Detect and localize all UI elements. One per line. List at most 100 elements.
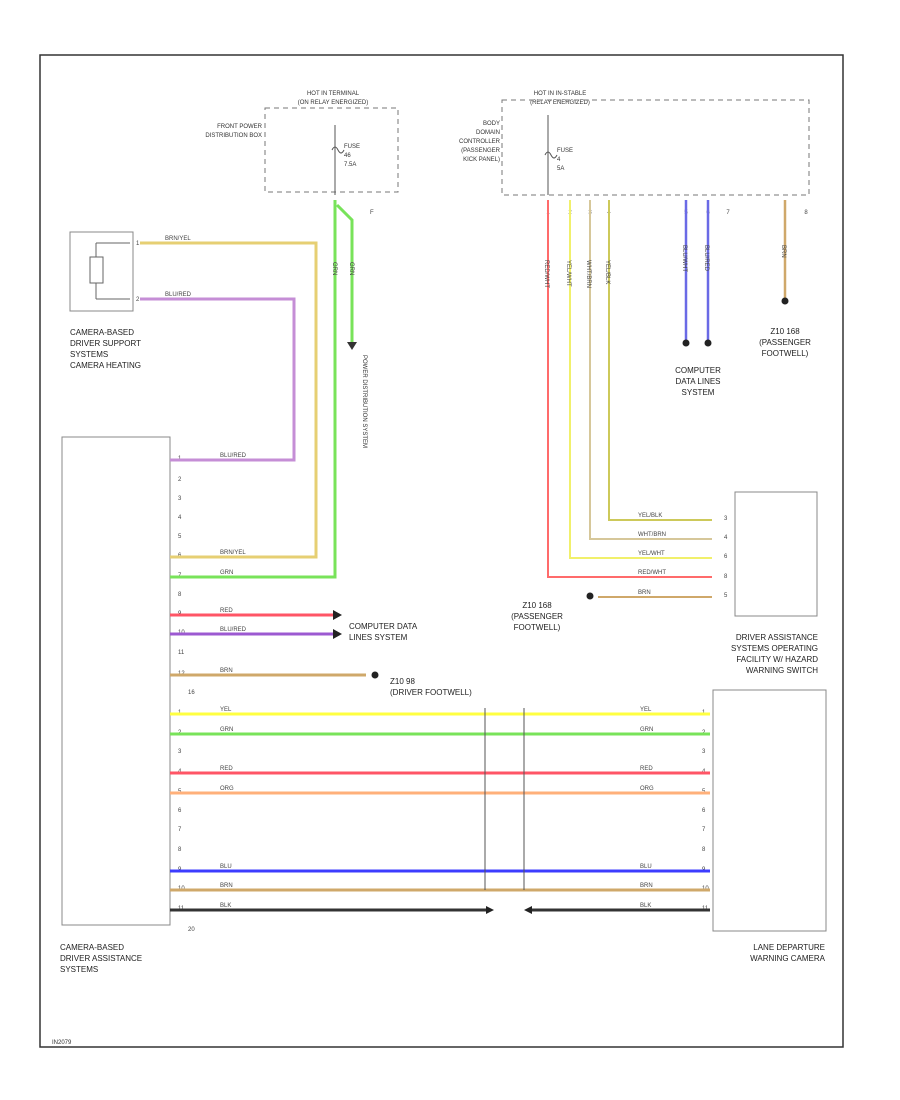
camera-pin-8: 8	[702, 847, 706, 853]
wire-label-wht-brn-h: WHT/BRN	[638, 532, 666, 538]
switch-line4: WARNING SWITCH	[746, 666, 818, 675]
wire-label-red-wht-v: RED/WHT	[543, 260, 549, 288]
hot-terminal-line2: (ON RELAY ENERGIZED)	[298, 100, 368, 106]
wire-label-blu-cam-l: BLU	[220, 864, 232, 870]
wire-label-blu-red-v: BLU/RED	[703, 245, 709, 272]
wire-grn-power	[170, 200, 337, 579]
z168-top-line3: FOOTWELL)	[762, 349, 809, 358]
switch-line3: FACILITY W/ HAZARD	[736, 655, 818, 664]
bdc-line5: KICK PANEL)	[463, 157, 500, 163]
wire-brn-yel	[140, 241, 318, 559]
lane-camera: 1 2 3 4 5 6 7 8 9 10 11 LANE DEPARTURE W…	[702, 689, 827, 963]
z168-mid-line2: (PASSENGER	[511, 612, 563, 621]
hot-terminal-box: HOT IN TERMINAL (ON RELAY ENERGIZED) FRO…	[205, 91, 399, 216]
wire-label-grn-v2: GRN	[348, 262, 354, 275]
main-b-pin-6: 6	[178, 808, 182, 814]
wire-label-grn-v1: GRN	[331, 262, 337, 275]
camera-heating: 1 2 CAMERA-BASED DRIVER SUPPORT SYSTEMS …	[69, 231, 141, 370]
fuse-amp-2: 5A	[557, 166, 564, 172]
main-pin-4: 4	[178, 515, 182, 521]
main-pin-3: 3	[178, 496, 182, 502]
main-b-pin-8: 8	[178, 847, 182, 853]
cdl-top-line3: SYSTEM	[682, 388, 715, 397]
wire-label-red-cam-r: RED	[640, 766, 653, 772]
wire-blu-red	[140, 297, 296, 462]
wire-wht-brn	[589, 200, 712, 540]
switch-pin-3: 6	[724, 554, 728, 560]
figure-id: IN2079	[52, 1040, 72, 1046]
switch-line2: SYSTEMS OPERATING	[731, 644, 818, 653]
heating-line2: DRIVER SUPPORT	[70, 339, 141, 348]
hot-standby-box: HOT IN IN-STABLE (RELAY ENERGIZED) BODY …	[459, 91, 810, 216]
cdl-top-line1: COMPUTER	[675, 366, 721, 375]
wire-label-blured-cdl: BLU/RED	[220, 627, 247, 633]
wire-label-yel-blk-v: YEL/BLK	[604, 260, 610, 284]
bdc-pin-8: 8	[804, 210, 808, 216]
ground-z168-mid	[586, 592, 594, 600]
main-pin-2: 2	[178, 477, 182, 483]
fuse-label-2: FUSE	[557, 148, 573, 154]
wire-label-blk-cam-l: BLK	[220, 903, 231, 909]
z168-top-line1: Z10 168	[770, 327, 800, 336]
main-conn-top: 16	[188, 690, 195, 696]
front-pdb-line1: FRONT POWER	[217, 124, 263, 130]
wire-red-wht	[547, 200, 712, 578]
main-b-pin-7: 7	[178, 827, 182, 833]
fuse-num-2: 4	[557, 157, 561, 163]
bdc-line4: (PASSENGER	[461, 148, 501, 154]
z98-line1: Z10 98	[390, 677, 415, 686]
arrow-cdl-2	[333, 629, 342, 639]
wire-label-red-wht-h: RED/WHT	[638, 570, 666, 576]
wire-label-orn-cam-l: ORG	[220, 786, 234, 792]
wire-label-blk-cam-r: BLK	[640, 903, 651, 909]
bdc-line3: CONTROLLER	[459, 139, 501, 145]
diagram-frame	[39, 54, 844, 1048]
wire-label-blu-red-top: BLU/RED	[165, 292, 192, 298]
heating-pin-2: 2	[136, 297, 140, 303]
wire-label-blu-wht-v: BLU/WHT	[681, 245, 687, 272]
cdl-mid-line1: COMPUTER DATA	[349, 622, 418, 631]
bdc-pin-7: 7	[726, 210, 730, 216]
wire-label-orn-cam-r: ORG	[640, 786, 654, 792]
wire-grn-branch	[335, 203, 354, 342]
heating-pin-1: 1	[136, 241, 140, 247]
main-line2: DRIVER ASSISTANCE	[60, 954, 142, 963]
main-pin-5: 5	[178, 534, 182, 540]
camera-pin-6: 6	[702, 808, 706, 814]
z168-top-line2: (PASSENGER	[759, 338, 811, 347]
heating-line3: SYSTEMS	[70, 350, 108, 359]
heating-line4: CAMERA HEATING	[70, 361, 141, 370]
switch-pin-1: 3	[724, 516, 728, 522]
wire-label-brn-cam-l: BRN	[220, 883, 233, 889]
cdl-top-line2: DATA LINES	[675, 377, 720, 386]
front-pdb-line2: DISTRIBUTION BOX	[205, 133, 262, 139]
wire-label-brn-cam-r: BRN	[640, 883, 653, 889]
wire-label-yel-wht-v: YEL/WHT	[565, 260, 571, 287]
hot-standby-line2: (RELAY ENERGIZED)	[530, 100, 590, 106]
wire-label-red-cam-l: RED	[220, 766, 233, 772]
camera-line1: LANE DEPARTURE	[753, 943, 825, 952]
wire-label-yel-blk-h: YEL/BLK	[638, 513, 662, 519]
wire-yel-blk	[608, 200, 712, 521]
ground-z168-top	[781, 297, 789, 305]
bdc-line2: DOMAIN	[476, 130, 500, 136]
wire-label-grn-h: GRN	[220, 570, 233, 576]
bdc-line1: BODY	[483, 121, 500, 127]
main-line3: SYSTEMS	[60, 965, 98, 974]
wire-label-blu-cam-r: BLU	[640, 864, 652, 870]
wire-label-brn-z168-mid: BRN	[638, 590, 651, 596]
camera-pin-7: 7	[702, 827, 706, 833]
wire-label-grn-cam-l: GRN	[220, 727, 233, 733]
z98-line2: (DRIVER FOOTWELL)	[390, 688, 472, 697]
fuse-label-1: FUSE	[344, 144, 360, 150]
arrow-blk-r	[524, 906, 532, 914]
wire-label-wht-brn-v: WHT/BRN	[585, 260, 591, 288]
fuse-num-1: 46	[344, 153, 351, 159]
wire-label-brn-z98: BRN	[220, 668, 233, 674]
hazard-switch: 3 4 6 8 5 DRIVER ASSISTANCE SYSTEMS OPER…	[724, 491, 818, 675]
switch-pin-4: 8	[724, 574, 728, 580]
arrow-cdl-top-1	[682, 339, 690, 347]
camera-line2: WARNING CAMERA	[750, 954, 825, 963]
wire-label-brn-yel-top: BRN/YEL	[165, 236, 191, 242]
